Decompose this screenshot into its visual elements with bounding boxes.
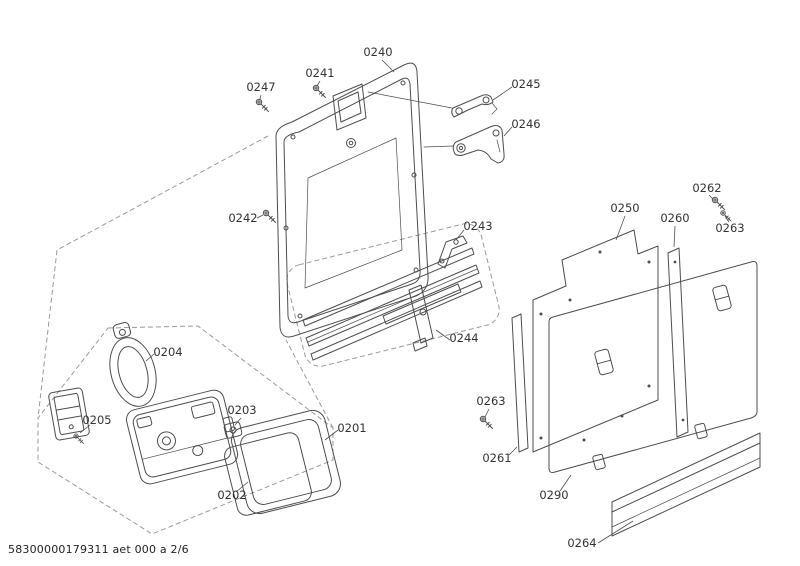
door-seal-strips	[302, 247, 483, 361]
part-0204-dispenser-ring	[109, 322, 157, 407]
part-label-0263-top-right: 0263	[715, 221, 744, 235]
part-label-0260: 0260	[660, 211, 689, 225]
part-0246-hinge-bracket	[452, 125, 505, 164]
part-label-0290: 0290	[539, 488, 568, 502]
dispenser-assembly	[125, 389, 239, 485]
part-0245-hinge-lever	[451, 94, 498, 118]
part-0261-side-strip	[511, 313, 529, 453]
part-0202-inner-frame	[224, 432, 312, 516]
screws	[73, 84, 732, 445]
leader-lines	[79, 59, 730, 544]
screw-icon-0263-left	[479, 415, 493, 429]
part-0290-outer-door-panel	[548, 261, 758, 473]
part-label-0202: 0202	[217, 488, 246, 502]
dashed-guide-lines	[37, 135, 500, 535]
part-label-0245: 0245	[511, 77, 540, 91]
part-label-0240: 0240	[363, 45, 392, 59]
part-label-0247: 0247	[246, 80, 275, 94]
part-labels: 0240 0247 0241 0245 0246 0242 0243 0244 …	[82, 45, 744, 550]
part-label-0243: 0243	[463, 219, 492, 233]
part-label-0264: 0264	[567, 536, 596, 550]
screw-icon-0205	[73, 433, 84, 445]
part-0260-side-strip	[667, 247, 689, 438]
part-label-0241: 0241	[305, 66, 334, 80]
part-0205-module	[48, 387, 90, 441]
part-0250-door-panel	[532, 229, 659, 453]
part-label-0203: 0203	[227, 403, 256, 417]
part-label-0246: 0246	[511, 117, 540, 131]
screw-icon-0262	[711, 196, 725, 210]
part-label-0262: 0262	[692, 181, 721, 195]
part-0264-kick-panel	[611, 432, 761, 537]
part-label-0250: 0250	[610, 201, 639, 215]
screw-icon-0247	[255, 98, 269, 112]
screw-icon-0242	[262, 209, 276, 223]
screw-icon-0263-right	[720, 210, 732, 222]
part-label-0201: 0201	[337, 421, 366, 435]
part-0244-cross-bracket	[382, 283, 462, 352]
part-label-0242: 0242	[228, 211, 257, 225]
screw-icon-0241	[312, 84, 326, 98]
part-0201-frame	[231, 409, 341, 515]
part-label-0204: 0204	[153, 345, 182, 359]
part-label-0261: 0261	[482, 451, 511, 465]
part-label-0205: 0205	[82, 413, 111, 427]
document-number: 58300000179311 aet 000 a 2/6	[8, 543, 189, 556]
part-label-0263-left: 0263	[476, 394, 505, 408]
part-label-0244: 0244	[449, 331, 478, 345]
